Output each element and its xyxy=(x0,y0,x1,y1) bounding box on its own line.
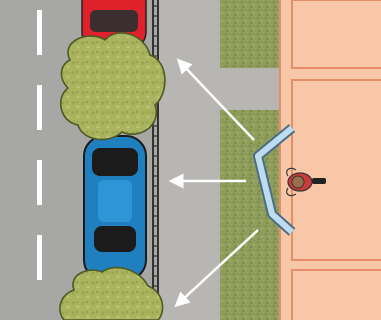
grass-upper xyxy=(220,0,280,68)
car-icon xyxy=(84,136,146,280)
building xyxy=(280,0,381,320)
sidewalk-ext xyxy=(220,68,280,110)
